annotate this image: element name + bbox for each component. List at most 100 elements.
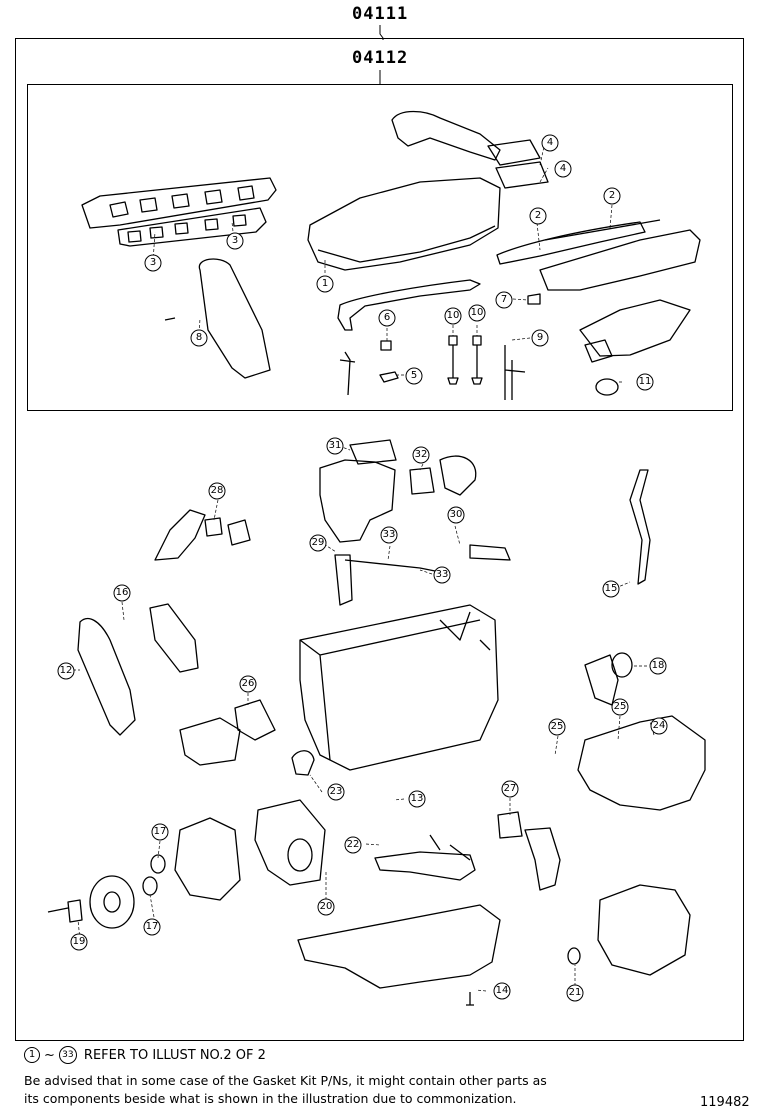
callout-label[interactable]: 21 — [568, 987, 582, 998]
bolt — [164, 317, 176, 321]
callout-label[interactable]: 1 — [321, 278, 329, 289]
callout-label[interactable]: 4 — [559, 163, 567, 174]
cylinder-head-cover — [307, 177, 501, 271]
callout-label[interactable]: 14 — [495, 985, 509, 996]
callout-label[interactable]: 3 — [231, 235, 239, 246]
oil-pump-body — [254, 799, 326, 886]
callout-label[interactable]: 30 — [449, 509, 463, 520]
callout-label[interactable]: 27 — [503, 783, 517, 794]
rear-end-plate — [597, 884, 691, 976]
callout-label[interactable]: 24 — [652, 720, 666, 731]
oil-pipe — [524, 827, 561, 891]
ref-to: 33 — [62, 1050, 74, 1060]
intake-manifold-gasket-1 — [496, 221, 646, 265]
head-cover-gasket — [337, 279, 481, 331]
timing-belt-cover-lower — [149, 603, 199, 673]
oil-pan — [297, 904, 501, 989]
water-pump-gasket — [234, 699, 276, 741]
timing-belt-cover-upper — [198, 258, 271, 379]
callout-label[interactable]: 11 — [638, 376, 652, 387]
ref-circle-end: 33 — [58, 1046, 77, 1064]
oil-level-gauge-guide — [629, 469, 651, 585]
water-bypass-pipe-right — [469, 544, 511, 561]
callout-label[interactable]: 28 — [210, 485, 224, 496]
callout-label[interactable]: 12 — [59, 665, 73, 676]
outer-part-number[interactable]: 04111 — [352, 4, 409, 24]
grommet-7 — [527, 293, 541, 305]
callout-label[interactable]: 2 — [534, 210, 542, 221]
outer-bracket-line — [379, 25, 384, 40]
callout-label[interactable]: 15 — [604, 583, 618, 594]
oil-seal-retainer — [584, 654, 619, 706]
valve-stem-seal-1 — [448, 335, 458, 346]
gasket-21 — [567, 947, 581, 965]
timing-cover-no1 — [174, 817, 241, 901]
callout-label[interactable]: 7 — [500, 294, 508, 305]
inner-kit-frame — [27, 84, 733, 411]
callout-label[interactable]: 10 — [470, 307, 484, 318]
callout-label[interactable]: 32 — [414, 449, 428, 460]
gasket-27 — [497, 811, 523, 839]
oil-strainer — [374, 851, 476, 881]
callout-label[interactable]: 4 — [546, 137, 554, 148]
callout-label[interactable]: 10 — [446, 310, 460, 321]
illustration-id: 119482 — [700, 1095, 750, 1110]
ref-from: 1 — [28, 1049, 36, 1060]
water-outlet — [439, 455, 477, 496]
callout-label[interactable]: 18 — [651, 660, 665, 671]
callout-label[interactable]: 22 — [346, 839, 360, 850]
callout-label[interactable]: 16 — [115, 587, 129, 598]
water-bypass-pipe — [334, 554, 441, 606]
thermostat-gasket — [349, 439, 397, 465]
intake-manifold-lower — [577, 715, 706, 811]
water-outlet-gasket — [409, 467, 435, 495]
ref-tilde: ~ — [44, 1047, 55, 1063]
refer-note: 1 ~ 33 REFER TO ILLUST NO.2 OF 2 — [24, 1046, 266, 1064]
inner-part-number[interactable]: 04112 — [352, 48, 409, 68]
callout-label[interactable]: 3 — [149, 257, 157, 268]
callout-label[interactable]: 31 — [328, 440, 342, 451]
callout-label[interactable]: 6 — [383, 312, 391, 323]
oil-seal-17a — [150, 854, 166, 874]
ref-text: REFER TO ILLUST NO.2 OF 2 — [83, 1047, 266, 1063]
valve-intake — [447, 345, 459, 385]
gasket-kit-note-line2: its components beside what is shown in t… — [24, 1091, 517, 1106]
callout-label[interactable]: 20 — [319, 901, 333, 912]
cylinder-block — [299, 604, 499, 771]
callout-label[interactable]: 8 — [195, 332, 203, 343]
oil-seal-17b — [142, 876, 158, 896]
water-inlet-pipe — [154, 509, 206, 561]
valve-stem-seal-2 — [472, 335, 482, 346]
water-outlet-pipe — [391, 110, 501, 161]
water-pump — [179, 717, 241, 766]
callout-label[interactable]: 33 — [435, 569, 449, 580]
exhaust-manifold-gasket — [81, 177, 277, 247]
callout-label[interactable]: 13 — [410, 793, 424, 804]
callout-label[interactable]: 17 — [153, 826, 167, 837]
timing-belt — [77, 617, 136, 736]
drain-plug — [466, 992, 474, 1006]
callout-label[interactable]: 25 — [550, 721, 564, 732]
water-outlet-gaskets — [487, 139, 549, 189]
plug-6 — [380, 340, 392, 351]
oil-pump-gasket-23 — [291, 750, 315, 776]
callout-label[interactable]: 29 — [311, 537, 325, 548]
pulley-bolt-19 — [47, 899, 83, 923]
callout-label[interactable]: 33 — [382, 529, 396, 540]
callout-label[interactable]: 23 — [329, 786, 343, 797]
valve-exhaust — [471, 345, 483, 385]
outer-kit-frame — [15, 38, 744, 1041]
callout-label[interactable]: 9 — [536, 332, 544, 343]
exhaust-pipe — [579, 299, 691, 357]
thermostat-housing — [319, 459, 396, 543]
ref-circle-start: 1 — [24, 1047, 40, 1063]
callout-label[interactable]: 25 — [613, 701, 627, 712]
callout-label[interactable]: 26 — [241, 678, 255, 689]
callout-label[interactable]: 5 — [410, 370, 418, 381]
callout-label[interactable]: 19 — [72, 936, 86, 947]
callout-label[interactable]: 2 — [608, 190, 616, 201]
oil-seal-11 — [595, 378, 619, 396]
crankshaft-pulley — [89, 875, 135, 929]
callout-label[interactable]: 17 — [145, 921, 159, 932]
